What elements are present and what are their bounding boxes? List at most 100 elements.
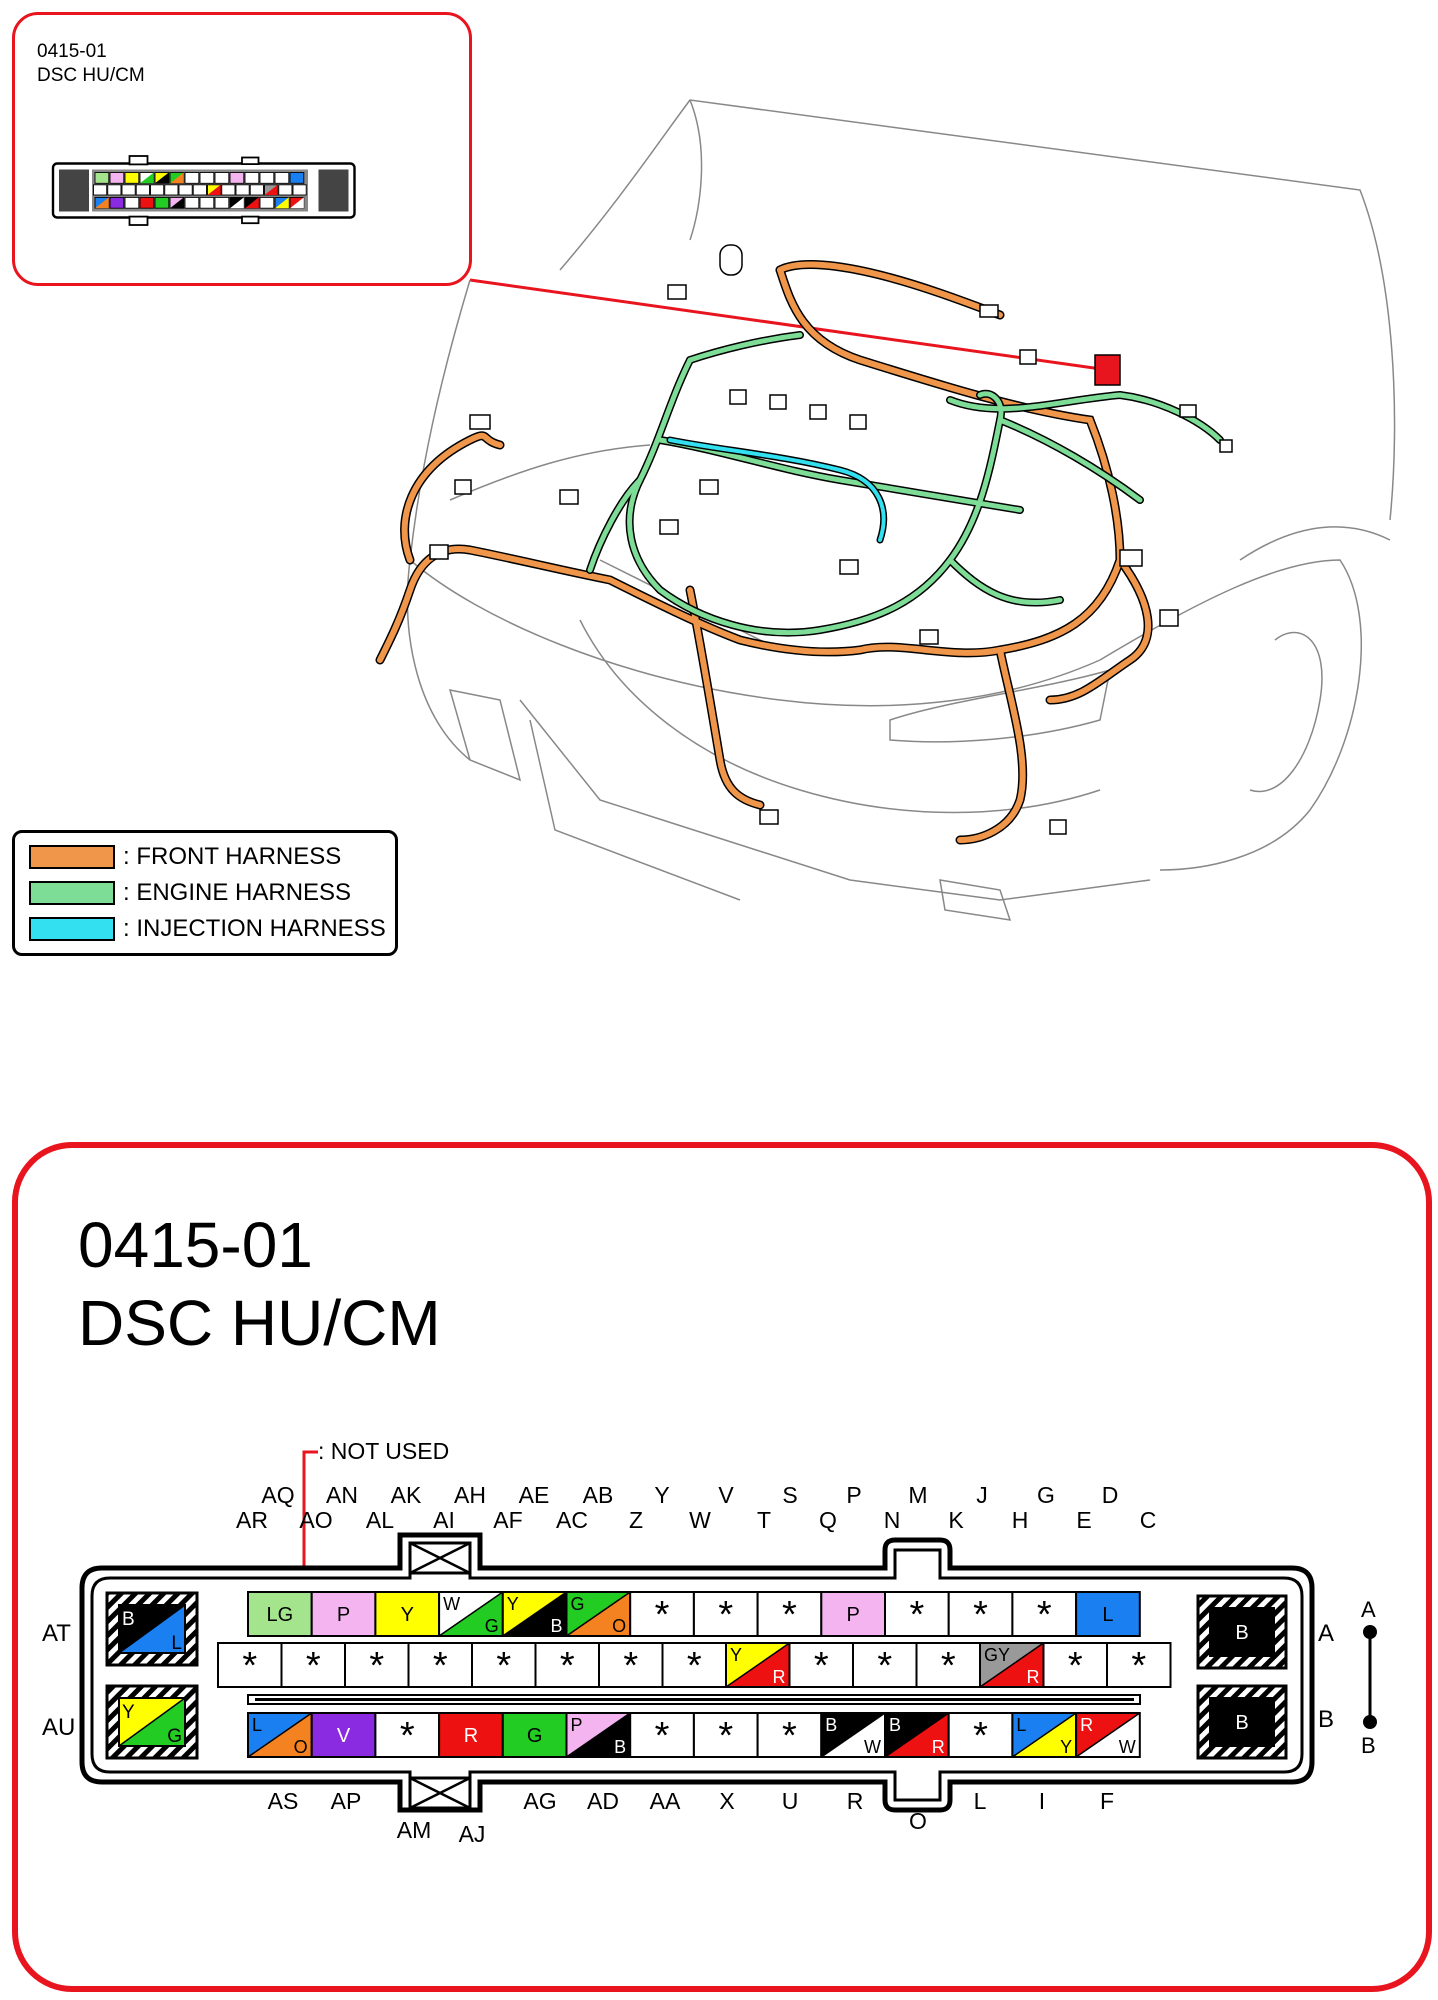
terminal-color-label: L (252, 1715, 262, 1735)
terminal-color-label: B (825, 1715, 837, 1735)
pin-label-AD: AD (587, 1788, 619, 1814)
mini-terminal (244, 172, 260, 184)
terminal-row1-1: P (310, 1591, 377, 1637)
terminal-empty-mark: * (941, 1645, 956, 1687)
terminal-row3-5: PB (565, 1712, 632, 1758)
terminal-row1-5: GO (565, 1591, 632, 1637)
pin-label-AF: AF (493, 1507, 522, 1533)
terminal-row2-9: * (788, 1642, 854, 1688)
mini-terminal (135, 184, 150, 196)
pin-label-G: G (1037, 1482, 1055, 1508)
pin-label-L: L (974, 1788, 987, 1814)
terminal-color-label: G (571, 1594, 585, 1614)
side-terminal-label: L (171, 1633, 182, 1654)
pin-label-W: W (689, 1507, 711, 1533)
pin-label-AQ: AQ (261, 1482, 294, 1508)
pin-label-AO: AO (299, 1507, 332, 1533)
terminal-color-label: V (337, 1725, 351, 1747)
pin-label-Q: Q (819, 1507, 837, 1533)
terminal-row2-11: * (915, 1642, 981, 1688)
mini-terminal (109, 196, 125, 209)
terminal-color-label: W (443, 1594, 460, 1614)
terminal-row2-14: * (1106, 1642, 1172, 1688)
terminal-empty-mark: * (1068, 1645, 1083, 1687)
terminal-color-label: B (614, 1737, 626, 1757)
terminal-empty-mark: * (877, 1645, 892, 1687)
terminal-row1-13: L (1075, 1591, 1141, 1637)
terminal-row3-11: * (947, 1712, 1014, 1758)
terminal-row3-0: LO (247, 1712, 313, 1758)
terminal-color-label: R (464, 1725, 478, 1747)
mini-terminal (121, 184, 136, 196)
terminal-row2-4: * (471, 1642, 537, 1688)
side-terminal-label: G (167, 1726, 182, 1747)
terminal-row1-2: Y (374, 1591, 441, 1637)
pin-label-E: E (1076, 1507, 1091, 1533)
side-terminal-b: B (1196, 1684, 1288, 1760)
scale-label-bottom: B (1361, 1733, 1376, 1758)
terminal-color-label: GY (984, 1645, 1010, 1665)
side-terminal-label: Y (122, 1702, 135, 1723)
legend-swatch-engine (29, 881, 115, 905)
mini-terminal (164, 184, 179, 196)
pin-label-AM: AM (397, 1817, 432, 1843)
label-b-right: B (1318, 1706, 1334, 1733)
mini-terminal (214, 196, 230, 209)
terminal-empty-mark: * (560, 1645, 575, 1687)
terminal-empty-mark: * (306, 1645, 321, 1687)
callout-code: 0415-01 (37, 41, 107, 62)
mini-terminal (259, 172, 275, 184)
pin-label-AJ: AJ (459, 1821, 486, 1847)
terminal-row2-0: * (217, 1642, 283, 1688)
mini-terminal (292, 184, 307, 196)
terminal-color-label: L (1102, 1604, 1113, 1626)
mini-terminal (235, 184, 250, 196)
callout-name: DSC HU/CM (37, 65, 145, 86)
legend-item-injection: : INJECTION HARNESS (29, 915, 386, 943)
terminal-row3-13: RW (1075, 1712, 1141, 1758)
pin-label-N: N (884, 1507, 901, 1533)
dsc-connector-marker (1094, 354, 1121, 386)
engine-harness-lines (586, 331, 1224, 637)
terminal-empty-mark: * (687, 1645, 702, 1687)
terminal-row2-10: * (852, 1642, 918, 1688)
terminal-row3-8: * (756, 1712, 823, 1758)
terminal-color-label: R (773, 1667, 786, 1687)
mini-terminal (184, 172, 200, 184)
label-a-right: A (1318, 1620, 1334, 1647)
pin-label-AI: AI (433, 1507, 455, 1533)
terminal-color-label: O (294, 1737, 308, 1757)
terminal-row1-7: * (692, 1591, 759, 1637)
pin-label-AR: AR (236, 1507, 268, 1533)
pin-label-J: J (976, 1482, 988, 1508)
side-terminal-a: B (1196, 1594, 1288, 1670)
pin-label-M: M (908, 1482, 927, 1508)
terminal-row2-5: * (534, 1642, 600, 1688)
orientation-scale: A B (1361, 1597, 1377, 1758)
pin-label-AE: AE (519, 1482, 550, 1508)
side-terminal-at: BL (105, 1591, 199, 1667)
side-terminal-au: YG (105, 1684, 199, 1760)
terminal-color-label: Y (507, 1594, 519, 1614)
scale-label-top: A (1361, 1597, 1376, 1622)
terminal-row3-12: LY (1011, 1712, 1078, 1758)
terminal-empty-mark: * (718, 1594, 733, 1636)
terminal-empty-mark: * (1131, 1645, 1146, 1687)
pin-label-AG: AG (523, 1788, 556, 1814)
terminal-color-label: W (1119, 1737, 1136, 1757)
harness-connectors (429, 244, 1233, 835)
mini-terminal (154, 196, 170, 209)
terminal-row2-8: YR (725, 1642, 791, 1688)
mini-terminal (184, 196, 200, 209)
terminal-row3-9: BW (820, 1712, 886, 1758)
terminal-row3-6: * (629, 1712, 695, 1758)
terminal-color-label: B (889, 1715, 901, 1735)
side-terminal-label: B (122, 1609, 135, 1630)
terminal-row1-6: * (629, 1591, 695, 1637)
terminal-color-label: LG (267, 1604, 294, 1626)
